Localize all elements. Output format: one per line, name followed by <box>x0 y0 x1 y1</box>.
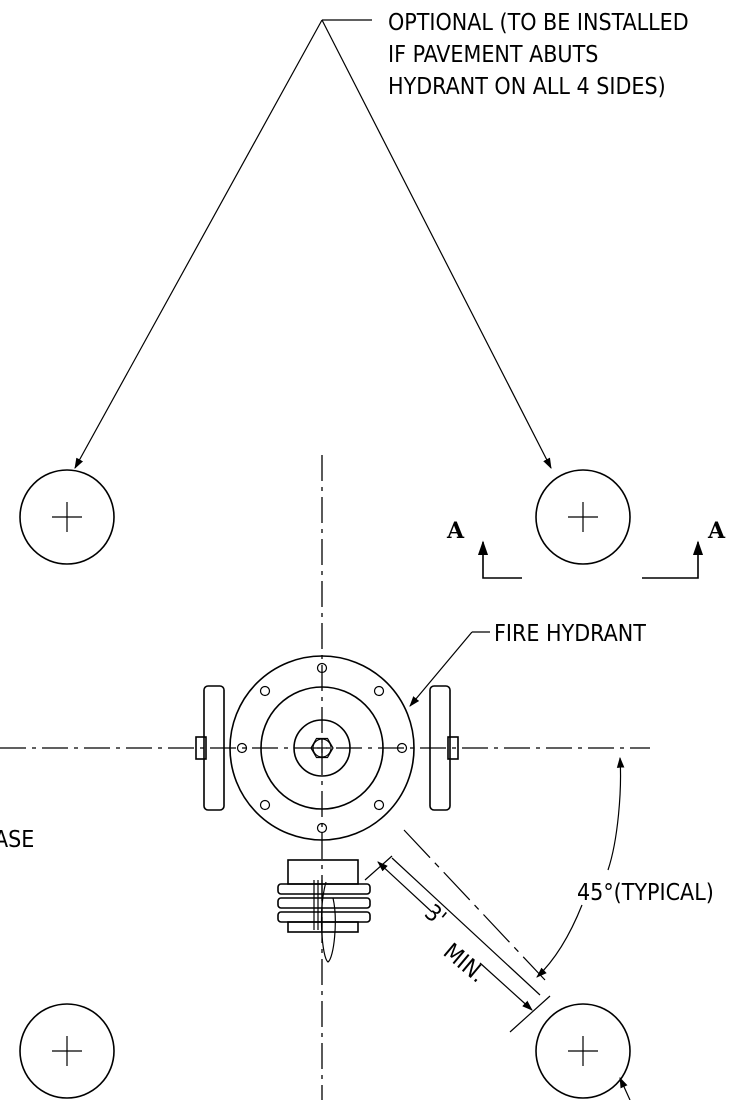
fire-hydrant <box>195 655 459 963</box>
section-marker-right <box>642 540 704 579</box>
bottom-right-arrow <box>619 1077 631 1100</box>
optional-note-line-3: HYDRANT ON ALL 4 SIDES) <box>388 74 666 100</box>
optional-leader <box>74 19 552 469</box>
bollard-top-right <box>535 469 631 565</box>
section-label-left: A <box>446 518 465 544</box>
angle-label: 45°(TYPICAL) <box>577 880 714 906</box>
distance-min-label: MIN. <box>438 939 490 988</box>
bollard-bottom-right <box>535 1003 631 1099</box>
fire-hydrant-label: FIRE HYDRANT <box>494 621 646 647</box>
angle-dimension <box>536 756 625 978</box>
optional-note-line-1: OPTIONAL (TO BE INSTALLED <box>388 10 689 36</box>
bollard-top-left <box>19 469 115 565</box>
bollard-bottom-left <box>19 1003 115 1099</box>
section-label-right: A <box>707 518 726 544</box>
section-marker-left <box>477 540 522 579</box>
cut-off-label: ASE <box>0 827 34 853</box>
fire-hydrant-leader <box>409 631 490 707</box>
distance-dimension <box>364 829 551 1033</box>
optional-note-line-2: IF PAVEMENT ABUTS <box>388 42 598 68</box>
